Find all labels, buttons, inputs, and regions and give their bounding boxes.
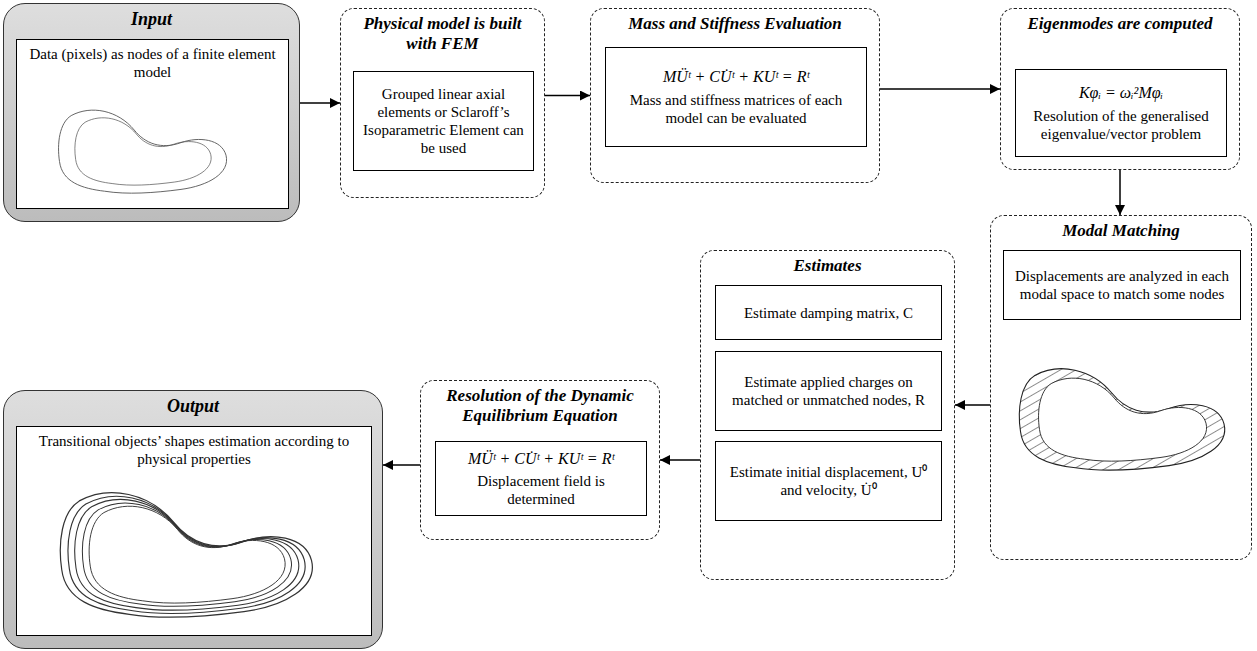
process-stage: Resolution of the Dynamic Equilibrium Eq… — [420, 380, 660, 540]
box-text: Resolution of the generalised eigenvalue… — [1023, 107, 1219, 143]
stage-title: Physical model is built with FEM — [341, 9, 544, 55]
box-text: Mass and stiffness matrices of each mode… — [613, 91, 859, 127]
stage-title: Modal Matching — [991, 216, 1251, 241]
flow-arrow — [660, 459, 700, 461]
stage-title: Eigenmodes are computed — [1001, 9, 1239, 34]
stage-title: Input — [4, 4, 299, 31]
modal-matching-contour — [1019, 369, 1224, 470]
flow-arrow — [955, 404, 990, 406]
process-stage: EstimatesEstimate damping matrix, C Estim… — [700, 250, 955, 580]
process-stage: Mass and Stiffness EvaluationMÜᵗ + CU̇ᵗ … — [590, 8, 880, 183]
process-stage: Modal MatchingDisplacements are analyzed… — [990, 215, 1252, 560]
flow-arrow — [880, 88, 1000, 90]
box-text: Grouped linear axial elements or Sclarof… — [361, 85, 526, 157]
box-text: Estimate damping matrix, C — [723, 304, 934, 322]
output-box: Transitional objects’ shapes estimation … — [16, 426, 372, 636]
flow-arrow — [383, 464, 420, 466]
input-box: Data (pixels) as nodes of a finite eleme… — [16, 39, 289, 209]
box-text: Data (pixels) as nodes of a finite eleme… — [24, 45, 281, 81]
output-contours — [60, 493, 312, 618]
stage-title: Output — [4, 391, 382, 418]
output-panel: OutputTransitional objects’ shapes estim… — [3, 390, 383, 649]
estimate-box: Estimate applied charges on matched or u… — [715, 351, 942, 431]
box-text: Estimate initial displacement, U⁰ and ve… — [723, 463, 934, 499]
flow-arrow — [300, 102, 340, 104]
box-text: Displacement field is determined — [443, 472, 639, 508]
process-stage: Eigenmodes are computedKφᵢ = ωᵢ²MφᵢResol… — [1000, 8, 1240, 170]
flow-arrow — [1119, 170, 1121, 215]
stage-title: Estimates — [701, 251, 954, 276]
equation: Kφᵢ = ωᵢ²Mφᵢ — [1023, 83, 1219, 102]
equation: MÜᵗ + CU̇ᵗ + KUᵗ = Rᵗ — [613, 67, 859, 86]
estimate-box: Estimate damping matrix, C — [715, 285, 942, 340]
process-stage: Physical model is built with FEM Grouped … — [340, 8, 545, 198]
estimate-box: Estimate initial displacement, U⁰ and ve… — [715, 441, 942, 521]
box-text: Displacements are analyzed in each modal… — [1011, 267, 1233, 303]
process-box: Displacements are analyzed in each modal… — [1003, 250, 1241, 320]
process-box: Grouped linear axial elements or Sclarof… — [353, 71, 534, 171]
process-box: MÜᵗ + CU̇ᵗ + KUᵗ = Rᵗ Mass and stiffness … — [605, 47, 867, 147]
input-contour — [59, 110, 227, 193]
stage-title: Resolution of the Dynamic Equilibrium Eq… — [421, 381, 659, 427]
input-panel: InputData (pixels) as nodes of a finite … — [3, 3, 300, 222]
box-text: Transitional objects’ shapes estimation … — [24, 432, 364, 468]
process-box: MÜᵗ + CU̇ᵗ + KUᵗ = Rᵗ Displacement field … — [435, 441, 647, 516]
process-box: Kφᵢ = ωᵢ²MφᵢResolution of the generalise… — [1015, 69, 1227, 157]
flow-arrow — [545, 95, 590, 97]
box-text: Estimate applied charges on matched or u… — [723, 373, 934, 409]
equation: MÜᵗ + CU̇ᵗ + KUᵗ = Rᵗ — [443, 449, 639, 468]
stage-title: Mass and Stiffness Evaluation — [591, 9, 879, 34]
